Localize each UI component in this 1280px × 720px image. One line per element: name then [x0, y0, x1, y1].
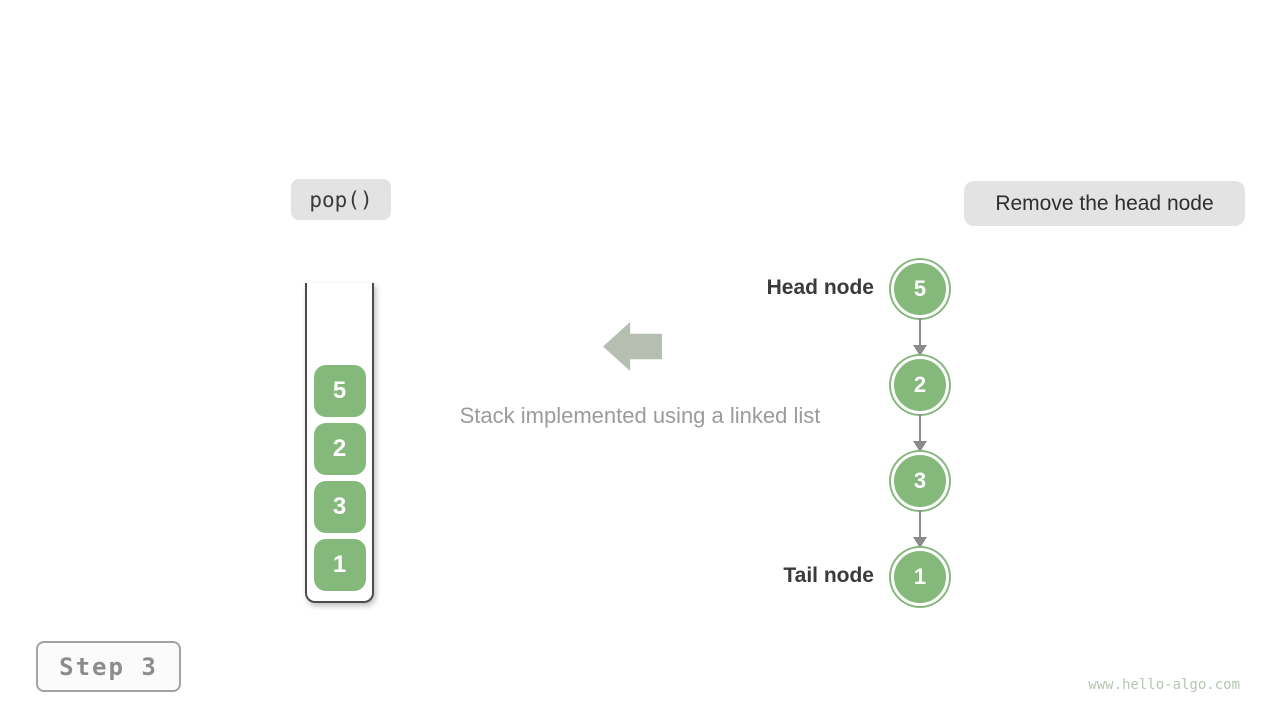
down-arrow-icon	[913, 510, 927, 548]
stack-block: 5	[313, 365, 366, 417]
stack-block: 1	[313, 539, 366, 591]
operation-badge: pop()	[291, 179, 391, 220]
left-block-arrow-icon	[603, 322, 662, 371]
list-node: 1	[891, 548, 949, 606]
stack-block: 3	[313, 481, 366, 533]
stack-container: 5 2 3 1	[305, 283, 374, 603]
watermark-text: www.hello-algo.com	[1088, 677, 1240, 693]
figure-caption: Stack implemented using a linked list	[459, 403, 821, 428]
list-node: 3	[891, 452, 949, 510]
step-indicator: Step 3	[36, 641, 181, 692]
down-arrow-icon	[913, 414, 927, 452]
tail-node-label: Tail node	[783, 564, 874, 587]
stack-block: 2	[313, 423, 366, 475]
linked-list: 5 2 3 1	[891, 260, 949, 606]
list-node: 5	[891, 260, 949, 318]
head-node-label: Head node	[766, 276, 874, 299]
instruction-badge: Remove the head node	[964, 181, 1245, 226]
list-node: 2	[891, 356, 949, 414]
down-arrow-icon	[913, 318, 927, 356]
